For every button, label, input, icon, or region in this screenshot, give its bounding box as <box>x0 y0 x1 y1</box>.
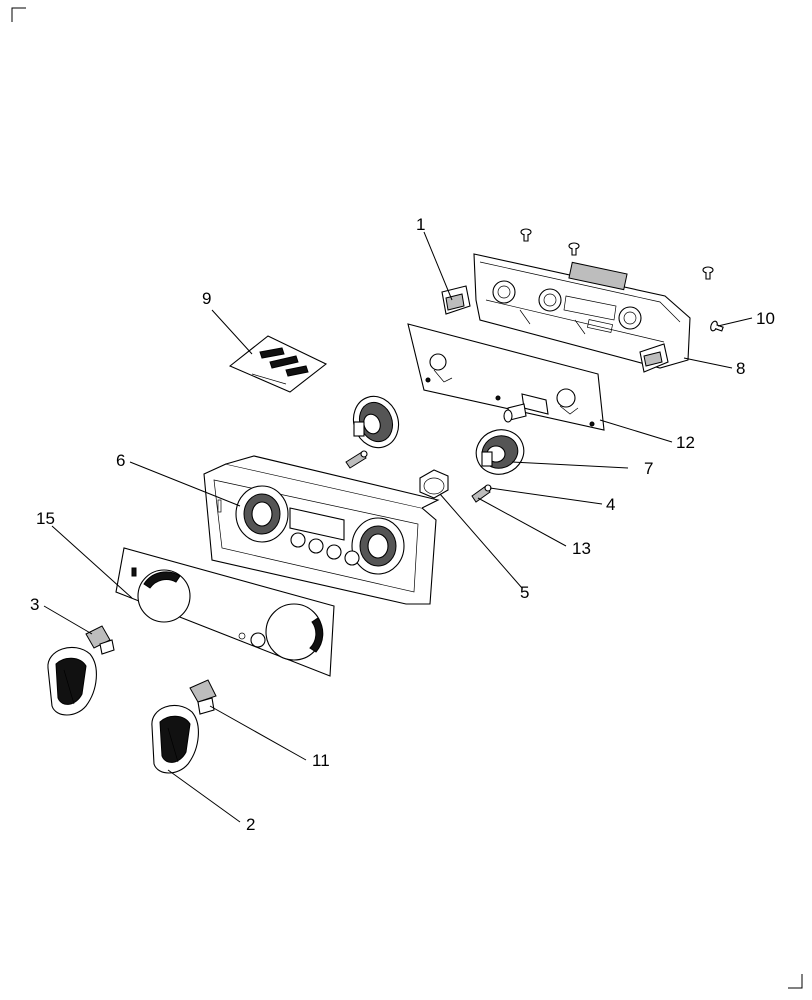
part-housing-clip <box>639 343 669 373</box>
leader-6 <box>129 461 241 507</box>
callout-6: 6 <box>116 451 125 470</box>
leader-8 <box>683 357 733 369</box>
crop-mark-top-left <box>11 7 26 22</box>
part-clip <box>441 285 471 315</box>
callout-5: 5 <box>520 583 529 602</box>
part-switch-shaft <box>503 393 549 423</box>
part-front-panel <box>203 455 440 605</box>
leader-9 <box>211 309 253 355</box>
callout-9: 9 <box>202 289 211 308</box>
callout-1: 1 <box>416 215 425 234</box>
part-circuit-board <box>407 323 605 431</box>
callout-12: 12 <box>676 433 695 452</box>
leader-15 <box>51 525 133 599</box>
leader-3 <box>43 605 93 635</box>
leader-13 <box>477 497 567 547</box>
callout-10: 10 <box>756 309 775 328</box>
part-face-plate <box>115 547 335 677</box>
leader-7 <box>511 461 629 469</box>
callout-11: 11 <box>312 751 330 770</box>
part-label <box>228 335 328 393</box>
part-knob-right <box>151 704 199 774</box>
leader-4 <box>489 487 603 505</box>
callout-8: 8 <box>736 359 745 378</box>
leader-12 <box>599 419 673 443</box>
leader-2 <box>167 769 241 823</box>
callout-15: 15 <box>36 509 55 528</box>
callout-7: 7 <box>644 459 653 478</box>
leader-1 <box>423 231 453 301</box>
crop-mark-bottom-right <box>788 974 803 989</box>
callout-3: 3 <box>30 595 39 614</box>
callout-13: 13 <box>572 539 591 558</box>
part-rear-housing <box>473 253 691 369</box>
leader-5 <box>439 493 523 589</box>
callout-4: 4 <box>606 495 615 514</box>
part-knob-cap <box>419 469 449 499</box>
part-selector-insert-right <box>189 679 217 715</box>
part-stud-left <box>345 450 368 469</box>
part-gear-upper <box>352 395 400 449</box>
callout-2: 2 <box>246 815 255 834</box>
leader-11 <box>209 705 307 761</box>
part-gear-lower <box>475 429 525 475</box>
part-selector-insert-left <box>85 625 115 655</box>
part-knob-left <box>47 646 97 716</box>
leader-10 <box>717 317 753 327</box>
